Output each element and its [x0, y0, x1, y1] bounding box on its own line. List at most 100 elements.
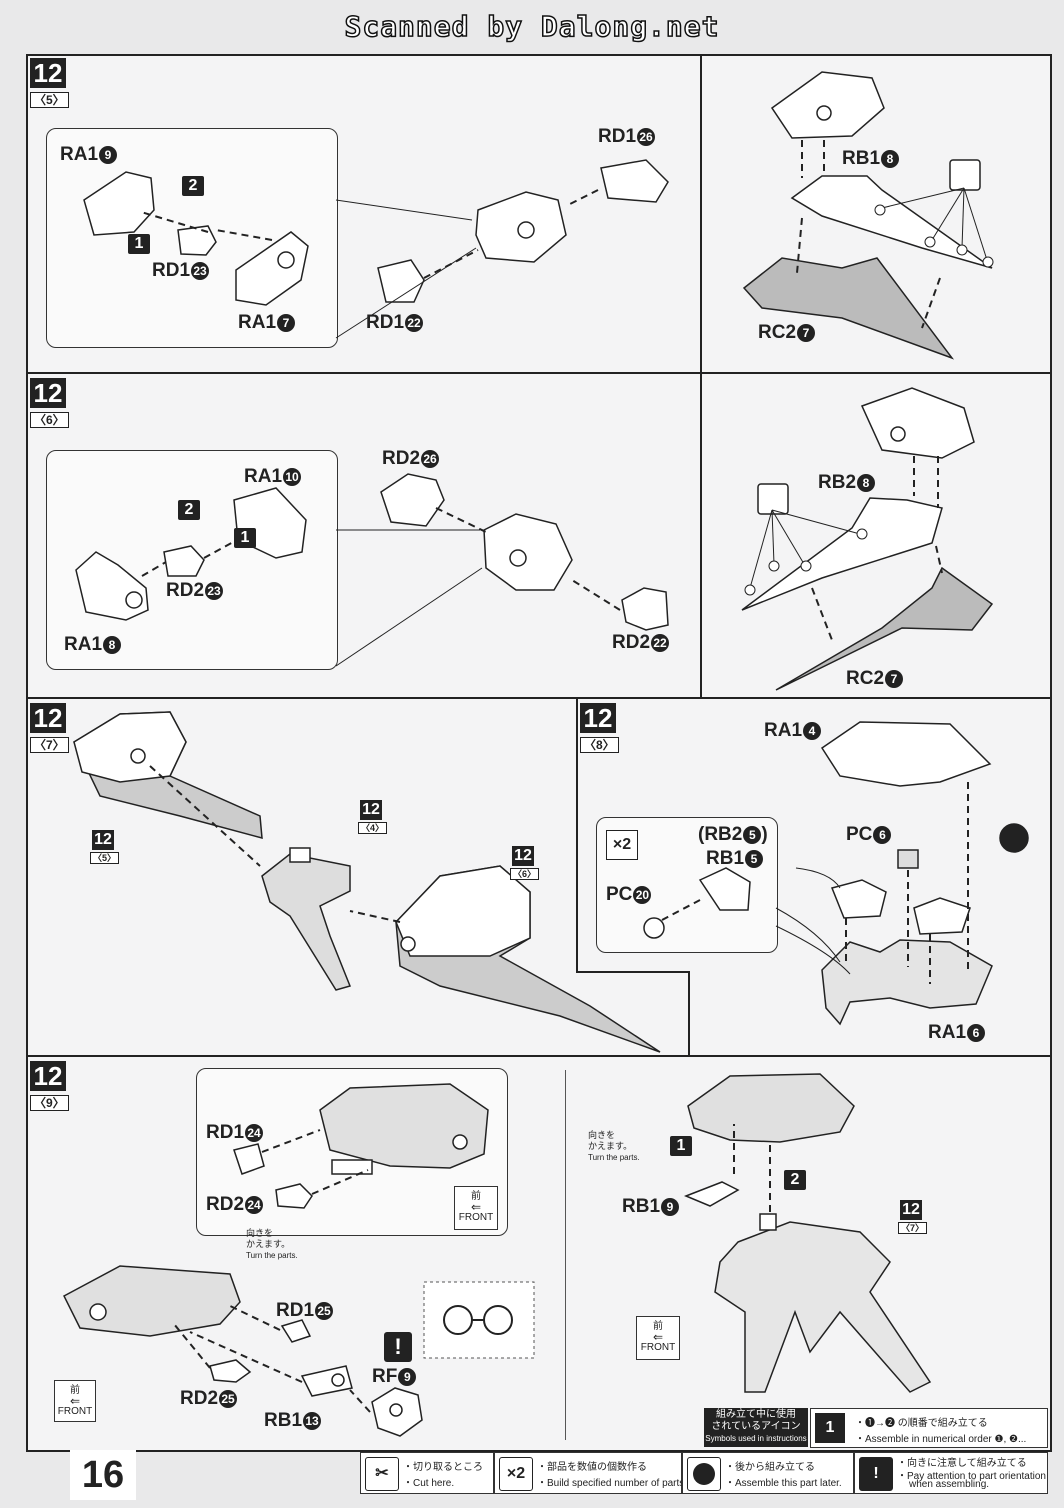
- rd2-23-part: [163, 545, 205, 577]
- order-marker-1: 1: [670, 1136, 692, 1156]
- joint-4-part: [261, 853, 352, 991]
- ref-step-number: 12: [92, 830, 114, 850]
- rd2-22-part: [621, 587, 669, 631]
- legend-cut: ✂ ・切り取るところ ・Cut here.: [360, 1452, 494, 1494]
- front-jp: 前: [70, 1385, 80, 1396]
- ref-step-substep: 〈6〉: [510, 868, 540, 880]
- rd1-26-part: [600, 159, 669, 203]
- step-substep: 〈5〉: [30, 92, 69, 108]
- turn-note: 向きをかえます。Turn the parts.: [246, 1228, 298, 1260]
- divider: [26, 1055, 1050, 1057]
- rb2-8-part: [741, 497, 943, 611]
- divider: [700, 372, 702, 697]
- divider: [26, 372, 1050, 374]
- front-jp: 前: [471, 1191, 481, 1202]
- front-indicator: 前 ⇐ FRONT: [636, 1316, 680, 1360]
- joint-left-part: [830, 879, 887, 919]
- divider: [700, 54, 702, 372]
- step-number: 12: [30, 58, 66, 88]
- turn-note: 向きをかえます。Turn the parts.: [588, 1130, 640, 1162]
- legend-later: ・後から組み立てる ・Assemble this part later.: [682, 1452, 854, 1494]
- order-marker-2: 2: [784, 1170, 806, 1190]
- rc2-7-part: [775, 566, 994, 691]
- rb1-5-part: [698, 867, 751, 911]
- rd2-26-part: [380, 473, 445, 527]
- step-substep: 〈7〉: [30, 737, 69, 753]
- step-substep: 〈9〉: [30, 1095, 69, 1111]
- page-header: Scanned by Dalong.net: [344, 9, 720, 44]
- legend-order: 1 ・❶→❷ の順番で組み立てる ・Assemble in numerical …: [810, 1408, 1048, 1448]
- ra1-6-part: [821, 939, 993, 1026]
- pc-20-part: [643, 917, 665, 939]
- order-marker-1: 1: [128, 234, 150, 254]
- wing-pair-part: [714, 1221, 932, 1393]
- ra1-9-part: [83, 171, 155, 236]
- order-marker-2: 2: [178, 500, 200, 520]
- step-number: 12: [30, 378, 66, 408]
- ra1-8-part: [75, 551, 149, 621]
- divider: [688, 971, 690, 1055]
- body-part: [687, 1073, 855, 1143]
- x2-icon: ×2: [499, 1457, 533, 1491]
- step9-drawing: [63, 1083, 535, 1437]
- step6-drawing: [75, 473, 669, 667]
- x2-icon: ×2: [606, 830, 638, 860]
- order-icon: 1: [815, 1413, 845, 1443]
- cut-icon: ✂: [365, 1457, 399, 1491]
- later-icon: [687, 1457, 721, 1491]
- ref-step-substep: 〈7〉: [898, 1222, 928, 1234]
- thruster-part: [860, 387, 975, 459]
- later-icon: [999, 823, 1029, 853]
- step7-drawing: [73, 711, 661, 1053]
- step-number: 12: [30, 1061, 66, 1091]
- ref-step-substep: 〈5〉: [90, 852, 120, 864]
- divider: [26, 697, 1050, 699]
- attention-icon: !: [859, 1457, 893, 1491]
- legend-attention: ! ・向きに注意して組み立てる ・Pay attention to part o…: [854, 1452, 1048, 1494]
- ref-step-substep: 〈4〉: [358, 822, 388, 834]
- rd1-23-part: [177, 225, 217, 256]
- step5-right-drawing: [742, 71, 994, 360]
- step9-right-drawing: [683, 1073, 932, 1393]
- legend-x2: ×2 ・部品を数値の個数作る ・Build specified number o…: [494, 1452, 687, 1494]
- ra1-4-part: [820, 721, 992, 787]
- attention-icon: !: [384, 1332, 412, 1362]
- divider: [576, 971, 688, 973]
- page-number: 16: [70, 1450, 136, 1500]
- front-indicator: 前 ⇐ FRONT: [54, 1380, 96, 1422]
- rc2-7-part: [742, 257, 955, 360]
- joint-right-part: [913, 897, 971, 935]
- divider: [576, 697, 578, 971]
- rd2-25-part: [209, 1359, 252, 1383]
- pc-6-part: [897, 849, 919, 869]
- rd1-24-part: [233, 1143, 265, 1175]
- rd1-22-part: [377, 259, 425, 303]
- rb1-8-part: [790, 175, 993, 269]
- step-number: 12: [580, 703, 616, 733]
- center-shell-part: [483, 513, 573, 591]
- rd2-24-part: [275, 1183, 313, 1209]
- ref-step-number: 12: [360, 800, 382, 820]
- front-indicator: 前 ⇐ FRONT: [454, 1186, 498, 1230]
